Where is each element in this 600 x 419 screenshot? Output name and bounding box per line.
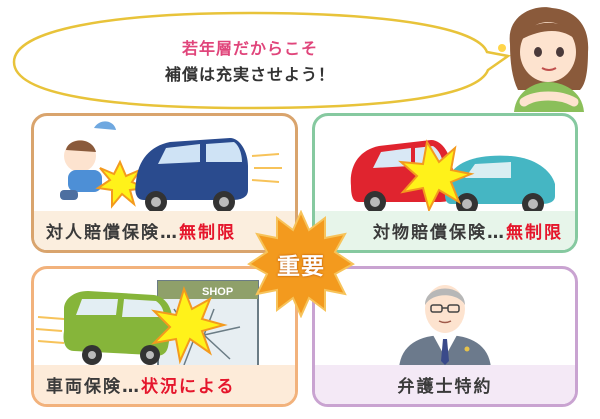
panel-property-damage: 対物賠償保険…無制限 — [312, 113, 578, 253]
panel-vehicle-insurance: SHOP 車両保険…状況による — [31, 266, 298, 407]
bubble-subline: 補償は充実させよう！ — [164, 65, 335, 84]
car-hits-pedestrian-illustration — [60, 121, 282, 213]
important-badge-text: 重要 — [277, 254, 325, 280]
speech-bubble-shape — [12, 11, 512, 110]
car-crashes-into-shop-illustration: SHOP — [35, 280, 259, 369]
girl-illustration — [498, 7, 589, 112]
panel-label-highlight: 無制限 — [179, 223, 236, 243]
shop-sign-text: SHOP — [202, 286, 233, 298]
panel-art — [34, 116, 295, 213]
bubble-headline: 若年層だからこそ — [181, 39, 318, 58]
panel-label-highlight: 状況による — [141, 377, 236, 397]
important-burst-badge — [247, 210, 355, 318]
panel-bodily-injury: 対人賠償保険…無制限 — [31, 113, 298, 253]
lawyer-illustration — [399, 285, 491, 368]
panel-label-highlight: 無制限 — [506, 223, 563, 243]
panel-label-text: 対物賠償保険… — [373, 223, 506, 243]
panel-label-text: 車両保険… — [46, 377, 141, 397]
panel-label: 弁護士特約 — [315, 365, 575, 404]
panel-label-text: 弁護士特約 — [397, 377, 493, 397]
panel-lawyer-rider: 弁護士特約 — [312, 266, 578, 407]
panel-art — [315, 269, 575, 368]
panel-label-text: 対人賠償保険… — [46, 223, 179, 243]
panel-art — [315, 116, 575, 215]
panel-label: 対物賠償保険…無制限 — [315, 211, 575, 250]
speech-bubble: 若年層だからこそ 補償は充実させよう！ — [0, 0, 520, 110]
panel-art: SHOP — [34, 269, 295, 369]
panel-label: 車両保険…状況による — [34, 365, 295, 404]
car-collision-illustration — [350, 139, 555, 215]
panel-label: 対人賠償保険…無制限 — [34, 211, 295, 250]
